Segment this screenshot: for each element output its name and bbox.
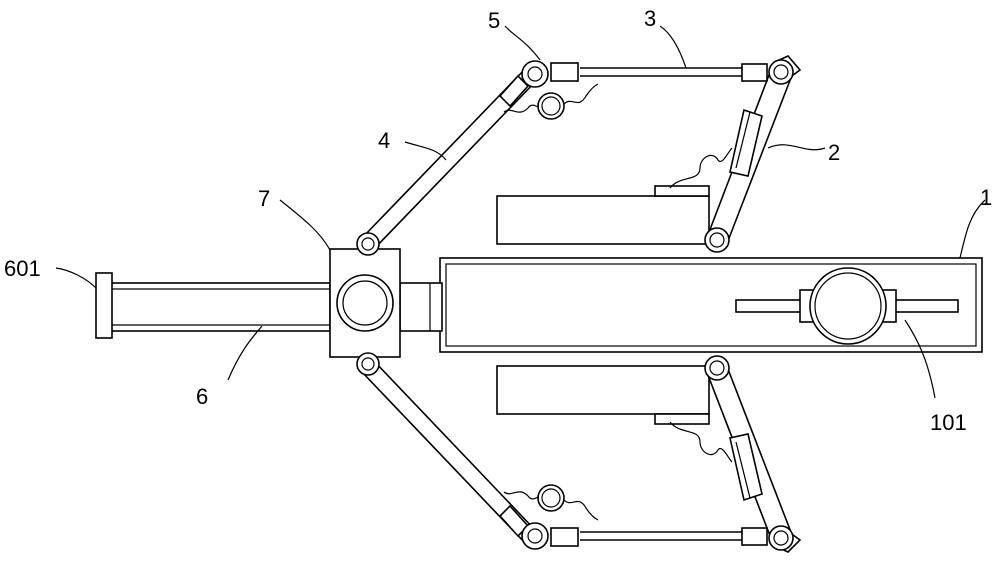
label-5: 5: [488, 8, 500, 33]
pivot-hub-top: [356, 232, 380, 256]
pivot-lower-left: [521, 522, 549, 550]
label-6: 6: [196, 384, 208, 409]
pivot-body-bottom: [704, 355, 730, 381]
label-3: 3: [644, 6, 656, 31]
pivot-body-top: [704, 227, 730, 253]
label-101: 101: [930, 410, 967, 435]
pivot-hub-bottom: [356, 352, 380, 376]
pivot-5-upper: [521, 60, 549, 88]
leader-4: [404, 141, 447, 161]
clamp-pad-upper: [669, 108, 763, 189]
leader-6: [227, 325, 263, 381]
leader-601: [55, 267, 97, 289]
end-cap-601: [95, 272, 113, 339]
hub-7: [329, 248, 401, 358]
leader-5: [504, 25, 541, 61]
motor-5-upper: [503, 83, 599, 120]
link-3-lower: [550, 527, 768, 547]
leader-101: [904, 319, 936, 399]
leader-1: [959, 199, 986, 259]
label-7: 7: [258, 186, 270, 211]
pivot-upper-right: [768, 59, 794, 85]
leader-2: [767, 144, 826, 151]
link-4-upper: [361, 67, 538, 251]
motor-mount-bottom: [654, 413, 710, 425]
clamp-pad-lower: [669, 421, 763, 502]
motor-mount-top: [654, 185, 710, 197]
leader-3: [659, 25, 687, 69]
label-1: 1: [980, 185, 992, 210]
handle-rod-6: [109, 282, 331, 332]
label-4: 4: [378, 128, 390, 153]
leader-7: [279, 199, 331, 251]
label-2: 2: [828, 140, 840, 165]
motor-lower: [503, 484, 599, 521]
pivot-lower-right: [768, 525, 794, 551]
link-3-upper: [550, 62, 768, 82]
label-601: 601: [4, 256, 41, 281]
slider-101: [735, 267, 959, 345]
